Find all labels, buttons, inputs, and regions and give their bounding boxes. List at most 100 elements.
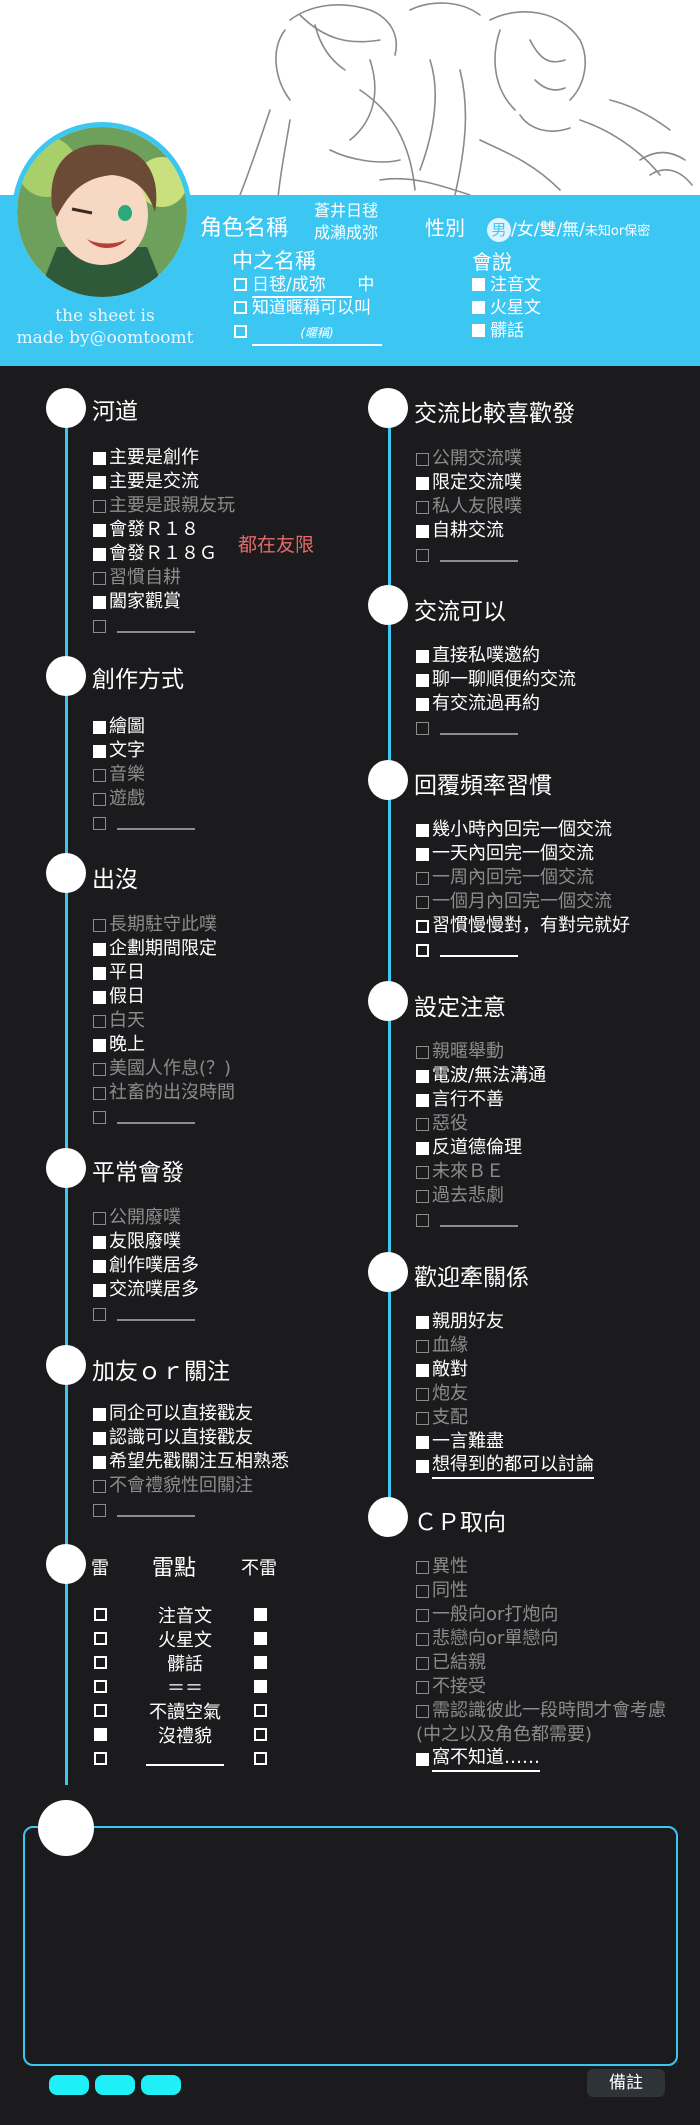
- checkbox[interactable]: [416, 847, 429, 861]
- checkbox[interactable]: [93, 475, 106, 489]
- thunder-right-checkbox[interactable]: [254, 1728, 267, 1741]
- checklist-item[interactable]: 習慣慢慢對，有對完就好: [416, 914, 630, 938]
- checklist-item[interactable]: 聊一聊順便約交流: [416, 668, 576, 692]
- checklist-item[interactable]: 友限廢噗: [93, 1230, 199, 1254]
- checkbox[interactable]: [93, 1062, 106, 1076]
- checklist-item[interactable]: 希望先戳關注互相熟悉: [93, 1450, 289, 1474]
- checkbox[interactable]: [234, 325, 247, 338]
- checkbox[interactable]: [416, 1387, 429, 1401]
- checkbox[interactable]: [93, 523, 106, 537]
- checklist-item[interactable]: 反道德倫理: [416, 1136, 546, 1160]
- checklist-item[interactable]: 假日: [93, 985, 235, 1009]
- blank-line[interactable]: [440, 943, 518, 957]
- checkbox[interactable]: [416, 452, 429, 466]
- checkbox[interactable]: [472, 301, 485, 314]
- blank-line[interactable]: [117, 816, 195, 830]
- checklist-item[interactable]: 文字: [93, 739, 195, 763]
- checkbox[interactable]: [93, 619, 106, 633]
- checkbox[interactable]: [93, 1283, 106, 1297]
- checklist-item[interactable]: [416, 716, 576, 740]
- checklist-item[interactable]: 言行不善: [416, 1088, 546, 1112]
- checkbox[interactable]: [93, 499, 106, 513]
- nickname-option-3[interactable]: (暱稱): [234, 321, 382, 346]
- checkbox[interactable]: [416, 1189, 429, 1203]
- checkbox[interactable]: [416, 1560, 429, 1574]
- checkbox[interactable]: [416, 1117, 429, 1131]
- checklist-item[interactable]: 窩不知道……: [416, 1747, 666, 1772]
- checklist-item[interactable]: 社畜的出沒時間: [93, 1081, 235, 1105]
- checkbox[interactable]: [416, 871, 429, 885]
- thunder-left-checkbox[interactable]: [94, 1728, 107, 1741]
- checkbox[interactable]: [93, 918, 106, 932]
- checklist-item[interactable]: 幾小時內回完一個交流: [416, 818, 630, 842]
- pill-button[interactable]: [95, 2075, 135, 2095]
- checkbox[interactable]: [416, 1045, 429, 1059]
- blank-line[interactable]: [117, 1307, 195, 1321]
- thunder-left-checkbox[interactable]: [94, 1680, 107, 1693]
- checkbox[interactable]: [416, 1363, 429, 1377]
- checklist-item[interactable]: 一周內回完一個交流: [416, 866, 630, 890]
- blank-line[interactable]: [117, 1110, 195, 1124]
- checkbox[interactable]: [416, 1093, 429, 1107]
- blank-line[interactable]: [440, 548, 518, 562]
- thunder-left-checkbox[interactable]: [94, 1608, 107, 1621]
- checklist-item[interactable]: 同企可以直接戳友: [93, 1402, 289, 1426]
- checkbox[interactable]: [93, 1211, 106, 1225]
- checkbox[interactable]: [93, 1235, 106, 1249]
- checklist-item[interactable]: [93, 614, 235, 638]
- checkbox[interactable]: [93, 1259, 106, 1273]
- checklist-item[interactable]: 自耕交流: [416, 519, 522, 543]
- pill-button[interactable]: [49, 2075, 89, 2095]
- checklist-item[interactable]: [416, 938, 630, 962]
- checklist-item[interactable]: 美國人作息(？): [93, 1057, 235, 1081]
- checklist-item[interactable]: 親朋好友: [416, 1310, 594, 1334]
- checklist-item[interactable]: 晚上: [93, 1033, 235, 1057]
- checklist-item[interactable]: 會發Ｒ１８: [93, 518, 235, 542]
- blank-line[interactable]: [440, 721, 518, 735]
- checkbox[interactable]: [416, 1213, 429, 1227]
- checkbox[interactable]: [416, 1656, 429, 1670]
- checkbox[interactable]: [416, 673, 429, 687]
- checkbox[interactable]: [416, 823, 429, 837]
- checklist-item[interactable]: 音樂: [93, 763, 195, 787]
- checkbox[interactable]: [416, 1608, 429, 1622]
- checkbox[interactable]: [416, 1459, 429, 1473]
- checklist-item[interactable]: 私人友限噗: [416, 495, 522, 519]
- checklist-item[interactable]: 想得到的都可以討論: [416, 1454, 594, 1479]
- checkbox[interactable]: [416, 524, 429, 538]
- checkbox[interactable]: [472, 324, 485, 337]
- checklist-item[interactable]: 同性: [416, 1579, 666, 1603]
- checklist-item[interactable]: 主要是創作: [93, 446, 235, 470]
- thunder-left-checkbox[interactable]: [94, 1752, 107, 1765]
- checkbox[interactable]: [416, 1704, 429, 1718]
- checklist-item[interactable]: 不會禮貌性回關注: [93, 1474, 289, 1498]
- checkbox[interactable]: [93, 595, 106, 609]
- checkbox[interactable]: [416, 500, 429, 514]
- checklist-item[interactable]: 一般向or打炮向: [416, 1603, 666, 1627]
- checklist-item[interactable]: [93, 811, 195, 835]
- checkbox[interactable]: [93, 768, 106, 782]
- speech-item[interactable]: 髒話: [472, 320, 524, 342]
- blank-line[interactable]: [117, 1503, 195, 1517]
- checklist-item[interactable]: 白天: [93, 1009, 235, 1033]
- checklist-item[interactable]: 血緣: [416, 1334, 594, 1358]
- checklist-item[interactable]: 未來ＢＥ: [416, 1160, 546, 1184]
- checklist-item[interactable]: 有交流過再約: [416, 692, 576, 716]
- thunder-right-checkbox[interactable]: [254, 1752, 267, 1765]
- checkbox[interactable]: [93, 966, 106, 980]
- checklist-item[interactable]: 企劃期間限定: [93, 937, 235, 961]
- checklist-item[interactable]: 平日: [93, 961, 235, 985]
- checkbox[interactable]: [93, 792, 106, 806]
- checklist-item[interactable]: 惡役: [416, 1112, 546, 1136]
- checklist-item[interactable]: 不接受: [416, 1675, 666, 1699]
- checkbox[interactable]: [416, 697, 429, 711]
- checklist-item[interactable]: 支配: [416, 1406, 594, 1430]
- thunder-left-checkbox[interactable]: [94, 1704, 107, 1717]
- checkbox[interactable]: [93, 1479, 106, 1493]
- checkbox[interactable]: [416, 1680, 429, 1694]
- checkbox[interactable]: [234, 301, 247, 314]
- thunder-right-checkbox[interactable]: [254, 1608, 267, 1621]
- checkbox[interactable]: [93, 1503, 106, 1517]
- checklist-item[interactable]: 親暱舉動: [416, 1040, 546, 1064]
- checkbox[interactable]: [416, 476, 429, 490]
